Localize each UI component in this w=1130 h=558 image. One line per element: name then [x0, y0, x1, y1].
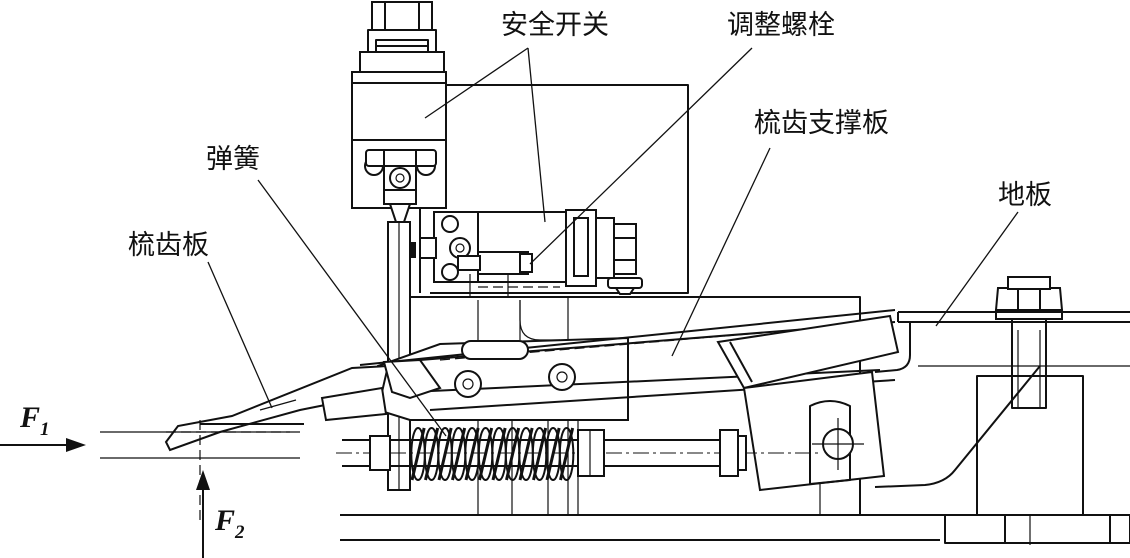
label-force-f2: F2 [214, 504, 245, 543]
comb-plate [164, 358, 442, 452]
force-arrow-f2 [196, 470, 210, 558]
leader-lines [207, 47, 1019, 437]
spring-rod [336, 429, 820, 477]
f1-subscript: 1 [40, 419, 50, 440]
base-plate [340, 514, 1130, 544]
safety-switch-vertical [351, 1, 447, 223]
adjusting-bolt [457, 251, 560, 297]
label-spring: 弹簧 [206, 144, 260, 175]
label-comb-plate: 梳齿板 [128, 230, 209, 261]
spring [410, 427, 575, 481]
label-force-f1: F1 [19, 401, 50, 440]
support-block-right [716, 314, 900, 492]
label-safety-switch: 安全开关 [501, 10, 609, 41]
right-support-block [976, 375, 1084, 545]
f1-symbol: F [19, 401, 40, 434]
label-adjust-bolt: 调整螺栓 [727, 10, 835, 41]
safety-switch-horizontal [419, 209, 643, 295]
reference-lines [100, 420, 300, 520]
comb-support-plate [359, 309, 896, 421]
spring-coil-loop [558, 427, 575, 481]
label-floor-plate: 地板 [998, 180, 1052, 211]
label-comb-support-plate: 梳齿支撑板 [754, 108, 889, 139]
floor-plate [874, 311, 1130, 488]
force-arrow-f1 [0, 438, 86, 452]
f2-symbol: F [214, 504, 235, 537]
floor-bolt [994, 276, 1064, 409]
f2-subscript: 2 [234, 522, 245, 543]
